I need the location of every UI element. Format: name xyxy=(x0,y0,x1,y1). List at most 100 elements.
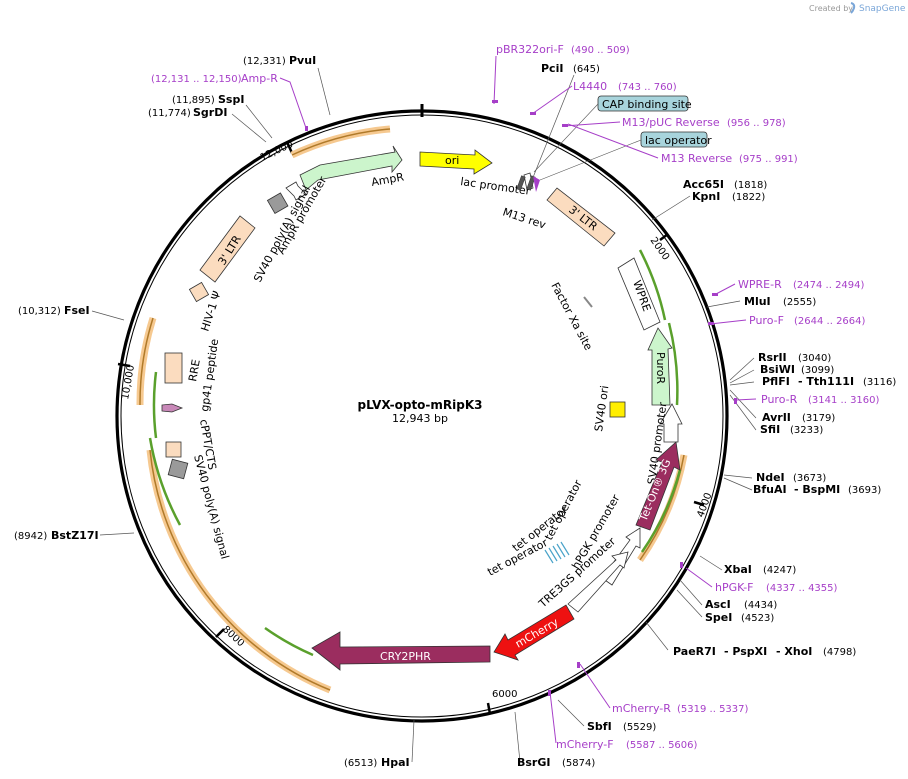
enzyme-sfii[interactable]: SfiI(3233) xyxy=(760,423,823,436)
primer-amp-r[interactable]: (12,131 .. 12,150)Amp-R xyxy=(151,72,278,85)
enzyme-acc65i[interactable]: Acc65I(1818) xyxy=(683,178,767,191)
svg-text:(956 .. 978): (956 .. 978) xyxy=(727,118,786,129)
site-lac-operator[interactable]: lac operator xyxy=(539,131,712,181)
enzyme-bsrgi[interactable]: BsrGI(5874) xyxy=(517,756,595,769)
primer-l4440[interactable]: L4440(743 .. 760) xyxy=(573,80,677,93)
enzyme-pflfi[interactable]: PflFI xyxy=(762,375,790,388)
enzyme-pspxi[interactable]: - PspXI xyxy=(724,645,767,658)
feature-label-sv40-ori: SV40 ori xyxy=(592,385,611,433)
site-cap-binding[interactable]: CAP binding site xyxy=(533,95,692,173)
feature-rre[interactable]: RRE xyxy=(164,352,203,384)
primer-hpgk-f[interactable]: hPGK-F(4337 .. 4355) xyxy=(715,581,838,594)
primer-pbr322ori-f[interactable]: pBR322ori-F(490 .. 509) xyxy=(496,43,630,56)
feature-sv40-polya-top[interactable]: SV40 poly(A) signal xyxy=(251,183,313,284)
svg-text:(11,774): (11,774) xyxy=(148,108,191,119)
svg-text:PciI: PciI xyxy=(541,62,563,75)
enzyme-bsiwi[interactable]: BsiWI(3099) xyxy=(760,363,834,376)
svg-text:- PspXI: - PspXI xyxy=(724,645,767,658)
feature-label-factor-xa-site: Factor Xa site xyxy=(548,280,595,352)
primer-puro-f[interactable]: Puro-F(2644 .. 2664) xyxy=(749,314,866,327)
svg-text:(10,312): (10,312) xyxy=(18,306,61,317)
svg-text:HpaI: HpaI xyxy=(381,756,410,769)
tick-6000: 6000 xyxy=(486,689,517,715)
primer-m13-reverse[interactable]: M13 Reverse(975 .. 991) xyxy=(661,152,798,165)
svg-text:- BspMI: - BspMI xyxy=(794,483,840,496)
svg-text:SgrDI: SgrDI xyxy=(193,106,227,119)
feature-3-ltr-left[interactable]: 3' LTR xyxy=(199,215,256,283)
enzyme-fsei[interactable]: (10,312)FseI xyxy=(18,304,90,317)
svg-text:BstZ17I: BstZ17I xyxy=(51,529,99,542)
primer-puro-r[interactable]: Puro-R(3141 .. 3160) xyxy=(761,393,880,406)
feature-cry2phr[interactable]: CRY2PHR xyxy=(311,631,491,671)
enzyme-kpni[interactable]: KpnI (1822) xyxy=(692,190,765,203)
feature-ori[interactable]: ori xyxy=(419,149,493,175)
enzyme-xhoi[interactable]: - XhoI(4798) xyxy=(776,645,856,658)
svg-text:BsrGI: BsrGI xyxy=(517,756,550,769)
feature-label-tet-operator-3: tet operator xyxy=(542,477,585,542)
feature-3-ltr-right[interactable]: 3' LTR xyxy=(546,187,616,247)
enzyme-rsrii[interactable]: RsrII(3040) xyxy=(758,351,831,364)
enzyme-spei[interactable]: SpeI(4523) xyxy=(705,611,774,624)
enzyme-sbfi[interactable]: SbfI(5529) xyxy=(587,720,656,733)
primer-mcherry-r[interactable]: mCherry-R (5319 .. 5337) xyxy=(612,702,749,715)
svg-text:- XhoI: - XhoI xyxy=(776,645,812,658)
svg-text:(5319 .. 5337): (5319 .. 5337) xyxy=(677,704,749,715)
enzyme-xbai[interactable]: XbaI (4247) xyxy=(724,563,796,576)
svg-text:MluI: MluI xyxy=(744,295,771,308)
svg-text:(1822): (1822) xyxy=(732,192,765,203)
feature-hiv-1-psi[interactable]: HIV-1 Ψ xyxy=(188,281,224,333)
enzyme-bfuai[interactable]: BfuAI xyxy=(753,483,787,496)
svg-text:mCherry-F: mCherry-F xyxy=(556,738,614,751)
svg-text:pBR322ori-F: pBR322ori-F xyxy=(496,43,564,56)
enzyme-tth111i[interactable]: - Tth111I(3116) xyxy=(798,375,896,388)
credit-brand: SnapGene xyxy=(859,4,906,14)
enzyme-sspi[interactable]: (11,895)SspI xyxy=(172,93,244,106)
enzyme-ndei[interactable]: NdeI(3673) xyxy=(756,471,826,484)
svg-text:SbfI: SbfI xyxy=(587,720,612,733)
feature-puror[interactable]: PuroR xyxy=(647,327,673,406)
primer-wpre-r[interactable]: WPRE-R(2474 .. 2494) xyxy=(738,278,865,291)
svg-text:(3179): (3179) xyxy=(802,413,835,424)
primer-mcherry-f[interactable]: mCherry-F(5587 .. 5606) xyxy=(556,738,698,751)
enzyme-avrii[interactable]: AvrII(3179) xyxy=(762,411,835,424)
feature-wpre[interactable]: WPRE xyxy=(617,257,661,331)
enzyme-asci[interactable]: AscI(4434) xyxy=(705,598,777,611)
svg-text:SfiI: SfiI xyxy=(760,423,780,436)
feature-factor-xa-site[interactable]: Factor Xa site xyxy=(548,280,595,352)
svg-text:KpnI: KpnI xyxy=(692,190,720,203)
enzyme-paer7i[interactable]: PaeR7I xyxy=(673,645,716,658)
snapgene-logo-icon xyxy=(850,2,856,14)
feature-sv40-ori[interactable]: SV40 ori xyxy=(592,385,626,433)
svg-text:mCherry-R: mCherry-R xyxy=(612,702,671,715)
primer-m13-puc-reverse[interactable]: M13/pUC Reverse (956 .. 978) xyxy=(622,116,786,129)
enzyme-mlui[interactable]: MluI(2555) xyxy=(744,295,816,308)
svg-text:(3116): (3116) xyxy=(863,377,896,388)
enzyme-bstz17i[interactable]: (8942)BstZ17I xyxy=(14,529,99,542)
plasmid-length: 12,943 bp xyxy=(392,412,448,425)
feature-label-gp41-peptide: gp41 peptide xyxy=(198,338,221,413)
svg-text:Amp-R: Amp-R xyxy=(241,72,278,85)
enzyme-sgrdi[interactable]: (11,774)SgrDI xyxy=(148,106,227,119)
svg-text:SspI: SspI xyxy=(218,93,244,106)
svg-text:NdeI: NdeI xyxy=(756,471,785,484)
enzyme-bspmi[interactable]: - BspMI(3693) xyxy=(794,483,881,496)
orf-arcs xyxy=(136,125,688,694)
svg-text:M13 Reverse: M13 Reverse xyxy=(661,152,732,165)
svg-text:(4247): (4247) xyxy=(763,565,796,576)
primer-leaders xyxy=(279,55,757,744)
enzyme-pcii[interactable]: PciI (645) xyxy=(541,62,600,75)
svg-text:(645): (645) xyxy=(573,64,600,75)
primer-labels: (12,131 .. 12,150)Amp-R pBR322ori-F(490 … xyxy=(151,43,880,751)
enzyme-pvui[interactable]: (12,331)PvuI xyxy=(243,54,316,67)
svg-text:(2644 .. 2664): (2644 .. 2664) xyxy=(794,316,866,327)
feature-mcherry[interactable]: mCherry xyxy=(493,604,575,661)
svg-text:M13/pUC Reverse: M13/pUC Reverse xyxy=(622,116,720,129)
plasmid-name: pLVX-opto-mRipK3 xyxy=(357,398,482,412)
enzyme-labels: (12,331)PvuI (11,895)SspI (11,774)SgrDI … xyxy=(14,54,896,769)
svg-text:XbaI: XbaI xyxy=(724,563,752,576)
feature-label-ampr: AmpR xyxy=(370,170,405,189)
svg-text:PaeR7I: PaeR7I xyxy=(673,645,716,658)
enzyme-hpai[interactable]: (6513)HpaI xyxy=(344,756,410,769)
svg-text:(11,895): (11,895) xyxy=(172,95,215,106)
feature-ampr[interactable]: AmpR xyxy=(299,145,405,191)
